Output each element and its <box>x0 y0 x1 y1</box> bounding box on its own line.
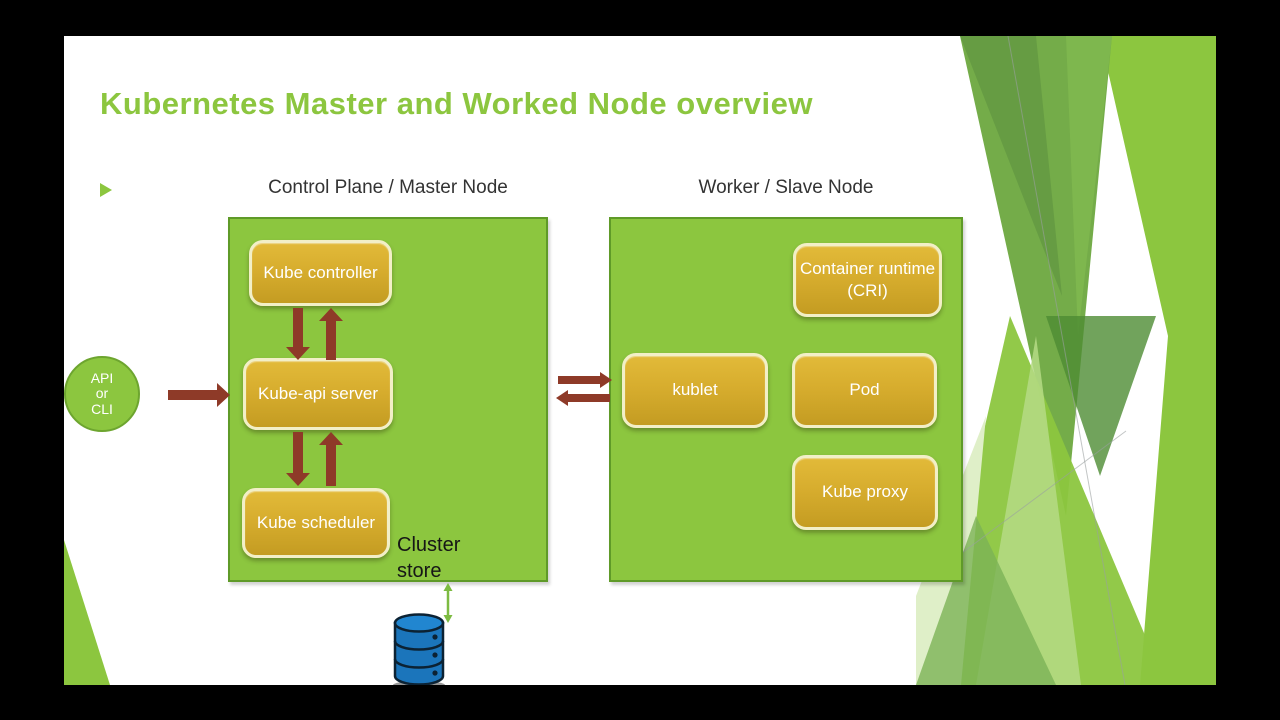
kube-scheduler-box: Kube scheduler <box>242 488 390 558</box>
corner-wedge-decoration <box>64 540 110 685</box>
container-runtime-box: Container runtime (CRI) <box>793 243 942 317</box>
database-icon <box>393 613 445 685</box>
kube-api-server-label: Kube-api server <box>257 383 378 403</box>
pod-label: Pod <box>849 380 880 400</box>
pod-box: Pod <box>792 353 937 428</box>
slide-title: Kubernetes Master and Worked Node overvi… <box>100 86 813 121</box>
arrow-controller-to-api-down <box>286 308 310 360</box>
arrow-cluster-store-double <box>443 583 453 623</box>
kube-api-server-box: Kube-api server <box>243 358 393 430</box>
facet-theme-decoration <box>916 36 1216 685</box>
kube-controller-box: Kube controller <box>249 240 392 306</box>
api-cli-circle: API or CLI <box>64 356 140 432</box>
presentation-slide: Kubernetes Master and Worked Node overvi… <box>64 36 1216 685</box>
bullet-triangle-icon <box>100 183 112 197</box>
kublet-box: kublet <box>622 353 768 428</box>
arrow-api-to-controller-up <box>319 308 343 360</box>
worker-node-heading: Worker / Slave Node <box>698 177 874 198</box>
container-runtime-label: Container runtime (CRI) <box>799 258 936 300</box>
kube-controller-label: Kube controller <box>263 262 378 282</box>
cluster-store-label: Cluster store <box>397 534 461 582</box>
arrow-api-to-scheduler-down <box>286 432 310 486</box>
arrow-worker-to-master <box>556 390 610 406</box>
arrow-master-to-worker <box>558 372 612 388</box>
kublet-label: kublet <box>672 380 718 400</box>
arrow-api-to-master <box>168 383 230 407</box>
kube-scheduler-label: Kube scheduler <box>256 512 376 532</box>
kube-proxy-label: Kube proxy <box>822 482 908 502</box>
kube-proxy-box: Kube proxy <box>792 455 938 530</box>
arrow-scheduler-to-api-up <box>319 432 343 486</box>
master-node-heading: Control Plane / Master Node <box>268 177 508 198</box>
